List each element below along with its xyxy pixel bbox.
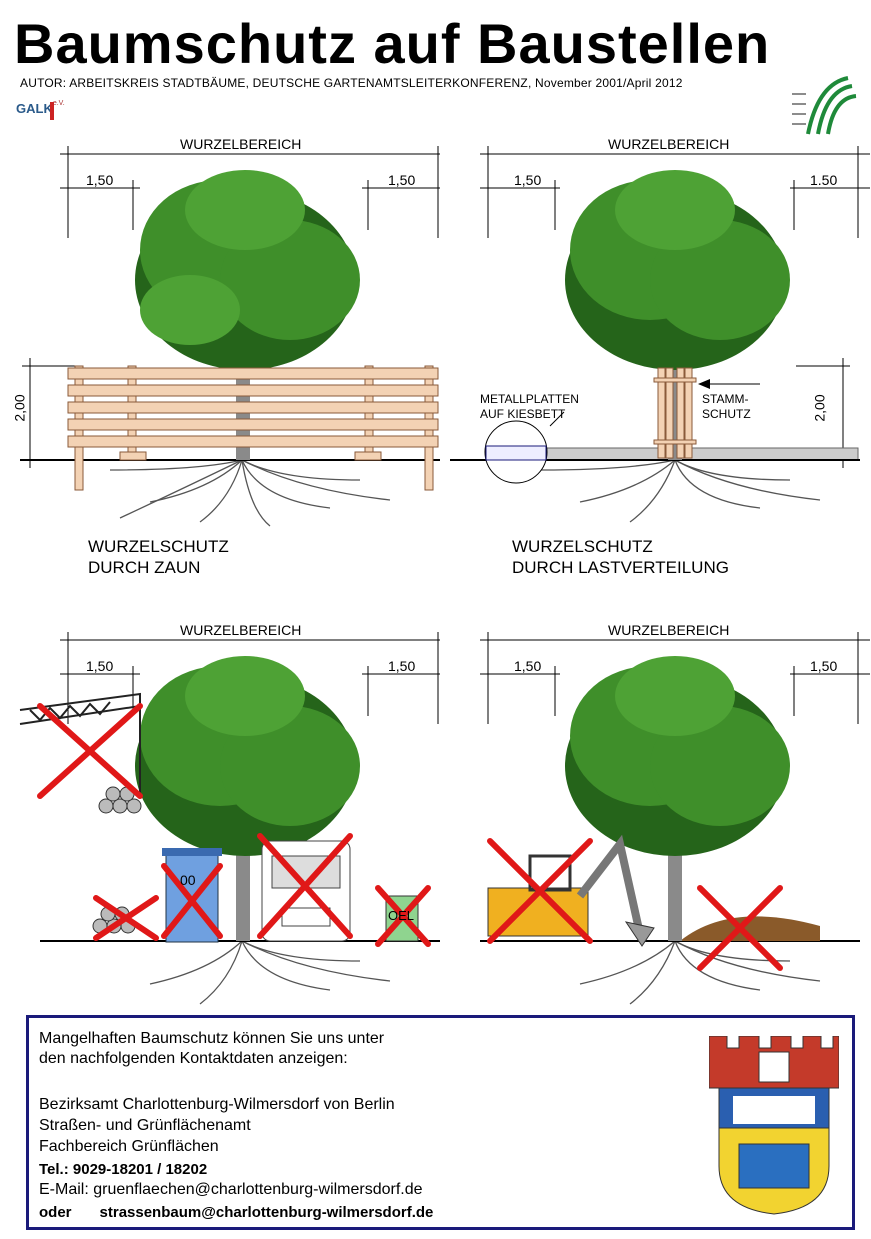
galk-logo-suffix: e.V.	[52, 100, 65, 107]
offset-right-label: 1,50	[388, 172, 416, 188]
stadtbaeume-logo-icon	[792, 76, 857, 135]
panel-prohibited-storage: WURZELBEREICH 1,50 1,50 00 OEL	[0, 616, 440, 1016]
soil-heap-icon	[680, 916, 820, 941]
or-label: oder	[39, 1204, 72, 1221]
root-zone-label: WURZELBEREICH	[608, 622, 730, 638]
root-zone-label: WURZELBEREICH	[180, 622, 302, 638]
height-label: 2,00	[11, 394, 28, 422]
offset-left-label: 1,50	[514, 172, 542, 188]
office-line-1: Bezirksamt Charlottenburg-Wilmersdorf vo…	[39, 1096, 395, 1113]
fence-icon	[67, 365, 439, 491]
poster-title: Baumschutz auf Baustellen	[14, 12, 771, 75]
oil-label: OEL	[388, 908, 415, 923]
tree-crown-icon	[135, 170, 360, 370]
tree-crown-icon	[135, 656, 360, 856]
offset-right-label: 1.50	[810, 172, 838, 188]
galk-logo: GALKe.V.	[16, 100, 66, 126]
roots-icon	[109, 459, 391, 527]
offset-left-label: 1,50	[86, 172, 114, 188]
roots-icon	[539, 459, 821, 523]
contact-intro-2: den nachfolgenden Kontaktdaten anzeigen:	[39, 1050, 348, 1067]
coat-of-arms-icon	[708, 1035, 840, 1216]
root-zone-label: WURZELBEREICH	[180, 136, 302, 152]
toilet-label: 00	[180, 872, 196, 888]
offset-left-label: 1,50	[514, 658, 542, 674]
offset-left-label: 1,50	[86, 658, 114, 674]
stadtbaeume-logo	[788, 74, 858, 136]
prohibited-cross-icon	[37, 703, 431, 947]
contact-intro-1: Mangelhaften Baumschutz können Sie uns u…	[39, 1030, 385, 1047]
email-label: E-Mail:	[39, 1181, 94, 1198]
panel-fence: WURZELBEREICH 1,50 1,50 2,00 WURZELSCHUT…	[0, 130, 440, 577]
email-line-2: oder strassenbaum@charlottenburg-wilmersd…	[39, 1204, 433, 1221]
office-line-2: Straßen- und Grünflächenamt	[39, 1117, 251, 1134]
galk-logo-text: GALK	[16, 101, 53, 116]
office-line-3: Fachbereich Grünflächen	[39, 1138, 219, 1155]
email-link-1[interactable]: gruenflaechen@charlottenburg-wilmersdorf…	[93, 1181, 423, 1198]
crane-icon	[19, 692, 141, 796]
trunk-guard-label: STAMM-SCHUTZ	[702, 392, 751, 421]
height-label: 2,00	[811, 394, 828, 422]
trunk-guard-icon	[653, 367, 697, 459]
contact-box: Mangelhaften Baumschutz können Sie uns u…	[26, 1015, 855, 1230]
email-line: E-Mail: gruenflaechen@charlottenburg-wil…	[39, 1181, 423, 1199]
author-line: AUTOR: ARBEITSKREIS STADTBÄUME, DEUTSCHE…	[20, 76, 683, 90]
roots-icon	[579, 940, 821, 1005]
roots-icon	[149, 940, 391, 1005]
root-zone-label: WURZELBEREICH	[608, 136, 730, 152]
tree-crown-icon	[565, 170, 790, 370]
offset-right-label: 1,50	[810, 658, 838, 674]
panel-load-distribution: WURZELBEREICH 1,50 1.50 2,00 METALLPLATT…	[430, 130, 870, 577]
phone-number: Tel.: 9029-18201 / 18202	[39, 1161, 208, 1178]
panel-prohibited-excavation: WURZELBEREICH 1,50 1,50	[430, 616, 870, 1016]
prohibited-cross-icon	[487, 838, 783, 971]
tree-crown-icon	[565, 656, 790, 856]
offset-right-label: 1,50	[388, 658, 416, 674]
email-link-2[interactable]: strassenbaum@charlottenburg-wilmersdorf.…	[99, 1204, 434, 1221]
